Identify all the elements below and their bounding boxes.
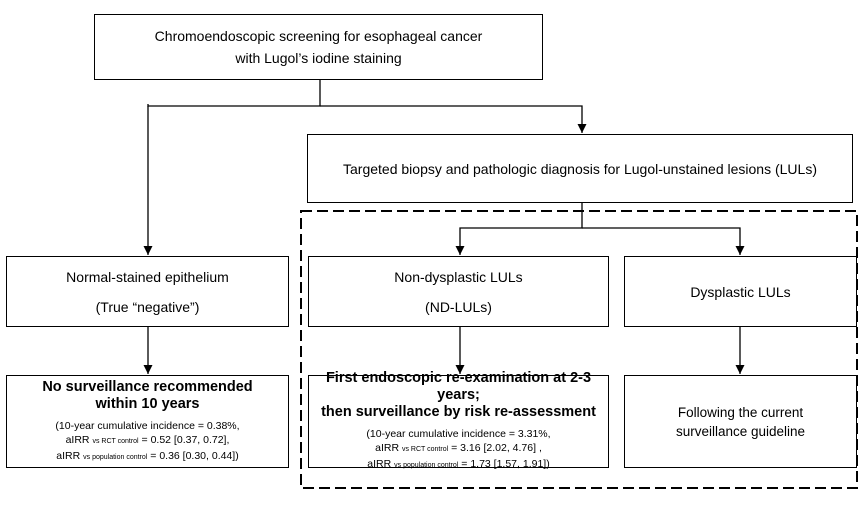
outcome-dysplastic-line-2: surveillance guideline — [675, 423, 806, 439]
dysplastic-line-1: Dysplastic LULs — [690, 283, 791, 300]
outcome-ndlul-heading-1: First endoscopic re-examination at 2-3 y… — [325, 370, 592, 403]
outcome-normal-airr-rct: aIRR vs RCT control = 0.52 [0.37, 0.72], — [65, 433, 230, 446]
outcome-ndlul-box: First endoscopic re-examination at 2-3 y… — [308, 370, 609, 470]
outcome-ndlul-airr-pop: aIRR vs population control = 1.73 [1.57,… — [367, 458, 550, 470]
outcome-normal-heading-1: No surveillance recommended — [42, 378, 253, 395]
normal-line-2: (True “negative”) — [95, 298, 200, 315]
normal-epithelium-box: Normal-stained epithelium (True “negativ… — [6, 256, 289, 327]
screening-line-2: with Lugol’s iodine staining — [235, 50, 402, 66]
connector-biopsy-to-dysplastic — [582, 227, 745, 255]
outcome-ndlul-stats: (10-year cumulative incidence = 3.31%, a… — [366, 427, 550, 473]
outcome-dysplastic-box: Following the current surveillance guide… — [624, 375, 857, 468]
outcome-normal-heading-2: within 10 years — [95, 395, 200, 412]
normal-line-1: Normal-stained epithelium — [66, 268, 229, 285]
ndlul-line-1: Non-dysplastic LULs — [394, 268, 523, 285]
outcome-normal-incidence: (10-year cumulative incidence = 0.38%, — [55, 419, 240, 432]
screening-box: Chromoendoscopic screening for esophagea… — [94, 14, 543, 80]
ndlul-line-2: (ND-LULs) — [425, 298, 492, 315]
dysplastic-lul-box: Dysplastic LULs — [624, 256, 857, 327]
outcome-normal-airr-pop: aIRR vs population control = 0.36 [0.30,… — [56, 449, 239, 462]
connector-top-to-biopsy — [320, 105, 587, 133]
connector-top-split — [147, 80, 321, 107]
outcome-dysplastic-line-1: Following the current — [677, 404, 804, 420]
lul-group-dashed-frame — [300, 210, 858, 489]
outcome-normal-box: No surveillance recommended within 10 ye… — [6, 375, 289, 468]
nd-lul-box: Non-dysplastic LULs (ND-LULs) — [308, 256, 609, 327]
screening-line-1: Chromoendoscopic screening for esophagea… — [154, 28, 483, 44]
connector-biopsy-split — [455, 203, 583, 255]
outcome-ndlul-incidence: (10-year cumulative incidence = 3.31%, — [366, 428, 551, 440]
outcome-normal-stats: (10-year cumulative incidence = 0.38%, a… — [55, 419, 239, 465]
biopsy-box: Targeted biopsy and pathologic diagnosis… — [307, 134, 853, 203]
biopsy-text: Targeted biopsy and pathologic diagnosis… — [343, 160, 817, 177]
outcome-ndlul-heading-2: then surveillance by risk re-assessment — [321, 404, 596, 420]
outcome-ndlul-airr-rct: aIRR vs RCT control = 3.16 [2.02, 4.76] … — [375, 442, 542, 454]
